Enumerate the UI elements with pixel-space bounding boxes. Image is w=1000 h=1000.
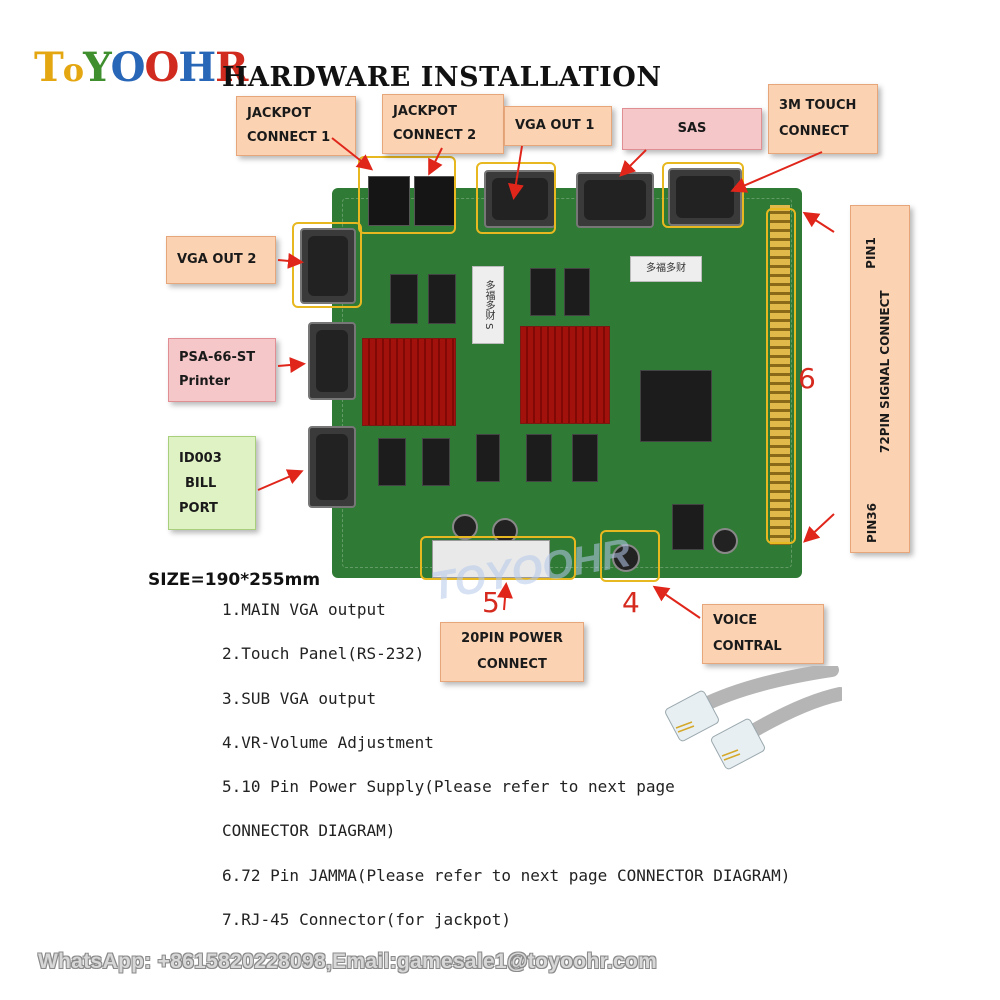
memory-chip [530,268,556,316]
logo-letter: H [178,44,216,91]
logo-letter: Y [83,44,112,91]
jamma-edge-connector [770,205,790,545]
label-72pin-signal-connect: PIN1 72PIN SIGNAL CONNECT PIN36 [850,205,910,553]
label-line: PORT [179,500,218,516]
label-sas: SAS [622,108,762,150]
memory-chip [428,274,456,324]
bill-port [308,426,356,508]
label-line: PSA-66-ST [179,350,256,365]
note-item: 5.10 Pin Power Supply(Please refer to ne… [222,777,675,797]
label-power-connect: 20PIN POWER CONNECT [440,622,584,682]
label-jackpot-connect-2: JACKPOT CONNECT 2 [382,94,504,154]
rj45-cable-illustration [665,666,842,770]
contact-footer: WhatsApp: +8615820228098,Email:gamesale1… [38,950,658,973]
highlight-touch [662,162,744,228]
label-line: JACKPOT [393,104,457,119]
label-line: 3M TOUCH [779,98,857,113]
memory-chip [526,434,552,482]
memory-chip [572,434,598,482]
memory-chip [476,434,500,482]
arrow [730,151,823,193]
highlight-vga2 [292,222,362,308]
memory-chip [422,438,450,486]
highlight-vga1 [476,162,556,234]
pcb-board: 多福多财 多福多财 S [332,188,802,578]
label-line: JACKPOT [247,106,311,121]
board-sticker: 多福多财 S [472,266,504,344]
brand-logo: ToYOOHR [34,44,248,91]
label-line: BILL [185,475,217,491]
sas-port [576,172,654,228]
volume-knob [612,544,640,572]
memory-chip [564,268,590,316]
arrow [802,211,835,233]
page-title: HARDWARE INSTALLATION [222,62,662,93]
pin36-label: PIN36 [865,503,879,544]
highlight-jamma [766,208,796,544]
heatsink-center [520,326,610,424]
board-sticker: 多福多财 [630,256,702,282]
highlight-jackpot [358,156,456,234]
memory-chip [378,438,406,486]
label-line: VGA OUT 2 [177,252,257,267]
label-printer: PSA-66-ST Printer [168,338,276,402]
label-vga-out-1: VGA OUT 1 [504,106,612,146]
arrow [277,357,306,373]
callout-number-6: 6 [798,362,816,395]
printer-port [308,322,356,400]
note-item: CONNECTOR DIAGRAM) [222,821,396,841]
heatsink-left [362,338,456,426]
highlight-power [420,536,576,580]
signal-connect-label: 72PIN SIGNAL CONNECT [878,290,892,453]
logo-letter: o [62,51,84,89]
label-vga-out-2: VGA OUT 2 [166,236,276,284]
memory-chip [390,274,418,324]
note-item: 3.SUB VGA output [222,688,377,708]
capacitor [452,514,478,540]
label-line: VOICE [713,613,758,628]
board-size: SIZE=190*255mm [148,570,321,590]
label-line: Printer [179,374,231,389]
note-item: 1.MAIN VGA output [222,600,386,619]
capacitor [712,528,738,554]
note-item: 4.VR-Volume Adjustment [222,732,434,752]
note-item: 6.72 Pin JAMMA(Please refer to next page… [222,865,791,885]
notes-list: 1.MAIN VGA output 2.Touch Panel(RS-232) … [222,592,790,946]
label-line: SAS [677,121,707,136]
memory-chip [672,504,704,550]
pin1-label: PIN1 [864,237,878,269]
label-3m-touch-connect: 3M TOUCH CONNECT [768,84,878,154]
label-line: ID003 [179,450,222,466]
note-item: 7.RJ-45 Connector(for jackpot) [222,910,511,930]
logo-letter: R [215,44,248,91]
arrow [619,149,647,177]
label-line: CONNECT [477,657,547,672]
note-item: 2.Touch Panel(RS-232) [222,644,425,664]
label-bill-port: ID003 BILL PORT [168,436,256,530]
arrow [803,513,835,543]
logo-letter: O [144,44,180,91]
label-jackpot-connect-1: JACKPOT CONNECT 1 [236,96,356,156]
rj45-jack-1 [368,176,410,226]
label-line: CONNECT [779,124,849,139]
label-line: CONNECT 1 [247,130,331,145]
logo-letter: O [110,44,146,91]
label-voice-contral: VOICE CONTRAL [702,604,824,664]
callout-number-4: 4 [622,586,640,619]
highlight-voice [600,530,660,582]
touch-port [668,168,742,226]
arrow [257,469,304,491]
logo-letter: T [34,44,64,91]
label-line: 20PIN POWER [461,631,563,646]
power-connector [432,540,550,578]
cpu-chip [640,370,712,442]
label-line: VGA OUT 1 [515,118,595,133]
label-line: CONTRAL [713,639,782,654]
callout-number-5: 5 [482,586,500,619]
label-line: CONNECT 2 [393,128,477,143]
